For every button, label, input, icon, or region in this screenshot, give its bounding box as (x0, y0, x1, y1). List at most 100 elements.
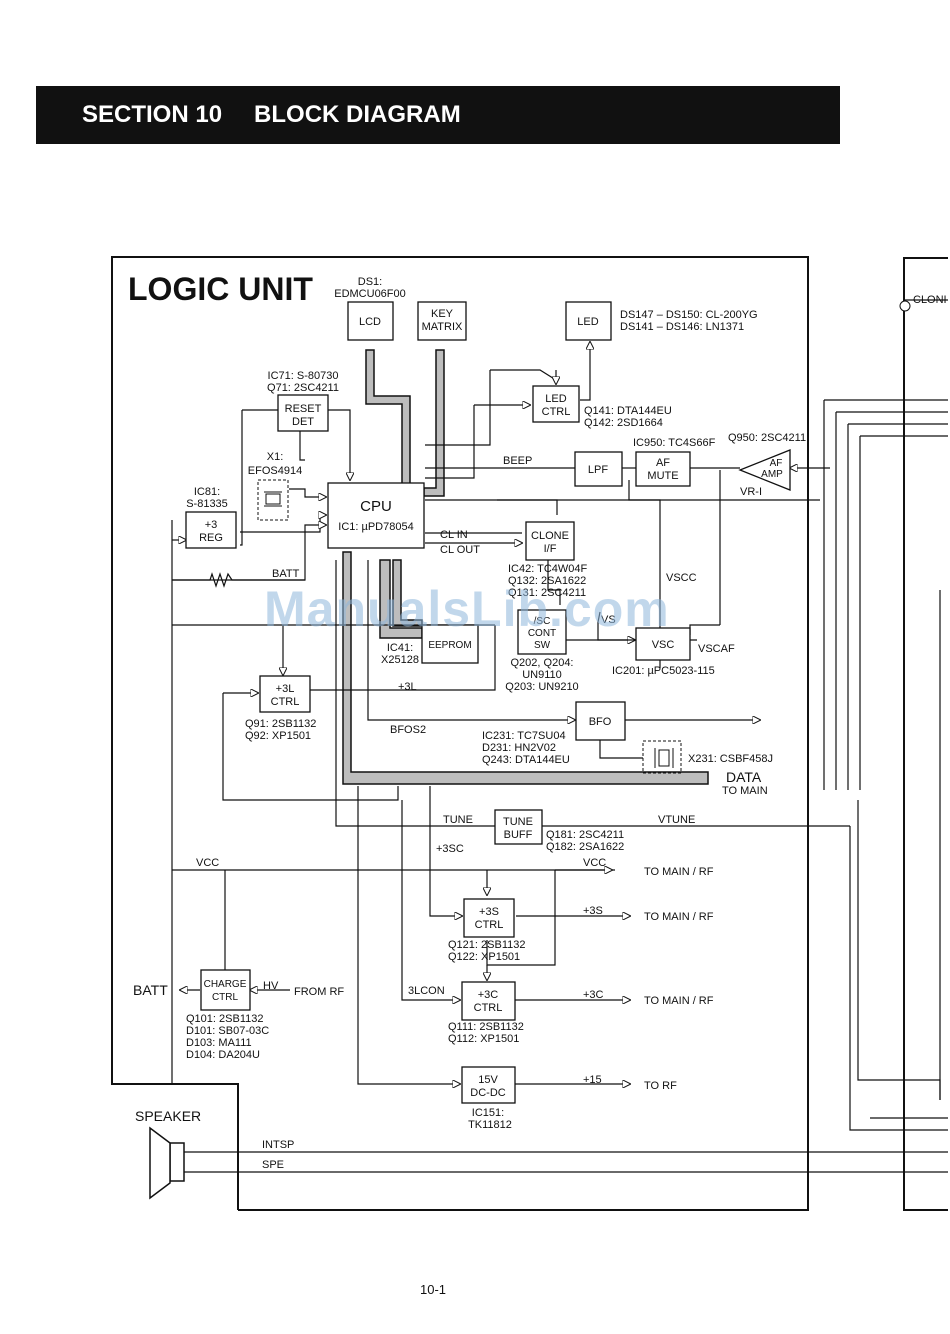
signal-intsp: INTSP (262, 1139, 294, 1151)
section-number: SECTION 10 (82, 101, 223, 128)
signal-cl-out: CL OUT (440, 544, 480, 556)
3l-ctrl-part-1: Q91: 2SB1132 (245, 718, 316, 730)
signal-3c: +3C (583, 989, 604, 1001)
signal-beep: BEEP (503, 455, 532, 467)
reset-part-2: Q71: 2SC4211 (267, 382, 339, 394)
key-matrix-label-2: MATRIX (422, 321, 463, 333)
led-ctrl-part-1: Q141: DTA144EU (584, 405, 672, 417)
cpu-label-2: IC1: µPD78054 (338, 521, 413, 533)
clone-connector (899, 300, 911, 312)
signal-batt: BATT (272, 568, 300, 580)
af-amp-part: Q950: 2SC4211 (728, 432, 806, 444)
signal-batt-out: BATT (133, 982, 168, 998)
block-clone-if (525, 521, 575, 561)
signal-to-main-rf-2: TO MAIN / RF (644, 911, 714, 923)
3l-ctrl-label-1: +3L (276, 683, 295, 695)
block-cpu (327, 482, 425, 549)
signal-data: DATA (726, 769, 762, 785)
cont-sw-part-1: Q202, Q204: (511, 657, 574, 669)
reg-label-2: REG (199, 532, 223, 544)
signal-tune: TUNE (443, 814, 473, 826)
charge-label-1: CHARGE (204, 979, 247, 990)
page-number: 10-1 (420, 1282, 447, 1297)
dcdc-part-2: TK11812 (468, 1119, 512, 1131)
clone-label-1: CLONE (531, 530, 569, 542)
crystal-x231 (642, 740, 682, 774)
led-label: LED (577, 316, 598, 328)
reg-part-1: IC81: (194, 486, 220, 498)
lpf-label: LPF (588, 464, 608, 476)
signal-3s: +3S (583, 905, 603, 917)
eeprom-label: EEPROM (428, 640, 471, 651)
3l-ctrl-part-2: Q92: XP1501 (245, 730, 311, 742)
watermark: ManualsLib.com (264, 581, 670, 637)
section-title: BLOCK DIAGRAM (254, 101, 461, 128)
eeprom-part-1: IC41: (387, 642, 413, 654)
tune-buff-label-1: TUNE (503, 816, 533, 828)
reset-label-1: RESET (285, 403, 322, 415)
block-3l-ctrl (259, 675, 311, 713)
3c-ctrl-label-1: +3C (478, 989, 499, 1001)
af-amp-label-1: AF (770, 458, 783, 469)
3s-ctrl-part-1: Q121: 2SB1132 (448, 939, 525, 951)
clone-part-2: Q132: 2SA1622 (508, 575, 586, 587)
bfo-part-2: D231: HN2V02 (482, 742, 556, 754)
led-ctrl-label-1: LED (545, 393, 566, 405)
led-ctrl-label-2: CTRL (542, 406, 571, 418)
af-mute-label-2: MUTE (647, 470, 678, 482)
block-vsc (635, 627, 691, 661)
block-3s-ctrl (463, 898, 515, 938)
xtal-part-2: EFOS4914 (248, 465, 302, 477)
signal-vcc-right: VCC (583, 857, 606, 869)
vsc-label: VSC (652, 639, 675, 651)
lcd-label: LCD (359, 316, 381, 328)
signal-cl-in: CL IN (440, 529, 468, 541)
crystal-x1 (257, 479, 289, 521)
signal-labels: BEEP VR-I CL IN CL OUT BATT VSCC VS VSCA… (133, 294, 947, 1171)
dcdc-part-1: IC151: (472, 1107, 504, 1119)
charge-part-1: Q101: 2SB1132 (186, 1013, 263, 1025)
led-part-1: DS147 – DS150: CL-200YG (620, 309, 758, 321)
part-labels: DS1: EDMCU06F00 DS147 – DS150: CL-200YG … (186, 276, 806, 1131)
wires (171, 299, 948, 1173)
3s-ctrl-label-1: +3S (479, 906, 499, 918)
led-part-2: DS141 – DS146: LN1371 (620, 321, 744, 333)
dcdc-label-1: 15V (478, 1074, 498, 1086)
charge-part-3: D103: MA111 (186, 1037, 252, 1049)
charge-part-2: D101: SB07-03C (186, 1025, 269, 1037)
3c-ctrl-label-2: CTRL (474, 1002, 503, 1014)
signal-vtune: VTUNE (658, 814, 695, 826)
unit-title: LOGIC UNIT (128, 271, 313, 307)
block-af-mute (635, 451, 691, 487)
cont-sw-label-2: CONT (528, 628, 556, 639)
block-15v-dcdc (461, 1066, 516, 1104)
reset-label-2: DET (292, 416, 314, 428)
signal-to-main-rf-3: TO MAIN / RF (644, 995, 714, 1007)
bfo-label: BFO (589, 716, 612, 728)
signal-3lcon: 3LCON (408, 985, 445, 997)
speaker-label: SPEAKER (135, 1108, 201, 1124)
3c-ctrl-part-2: Q112: XP1501 (448, 1033, 519, 1045)
signal-15: +15 (583, 1074, 602, 1086)
3s-ctrl-label-2: CTRL (475, 919, 504, 931)
cont-sw-part-2: UN9110 (522, 669, 562, 681)
block-bfo (575, 701, 626, 741)
x231-part: X231: CSBF458J (688, 753, 773, 765)
xtal-part-1: X1: (267, 451, 284, 463)
speaker-icon (149, 1126, 185, 1200)
tune-buff-part-1: Q181: 2SC4211 (546, 829, 624, 841)
neighbor-unit-frame (903, 257, 948, 1211)
vsc-part: IC201: µPC5023-115 (612, 665, 715, 677)
block-3-reg (185, 511, 237, 549)
signal-to-main: TO MAIN (722, 785, 768, 797)
tune-buff-label-2: BUFF (504, 829, 533, 841)
signal-vscc: VSCC (666, 572, 697, 584)
bfo-part-3: Q243: DTA144EU (482, 754, 570, 766)
cont-sw-label-1: /SC (534, 616, 551, 627)
section-banner: SECTION 10 BLOCK DIAGRAM (36, 86, 840, 144)
signal-vcc: VCC (196, 857, 219, 869)
block-led (565, 301, 612, 341)
3c-ctrl-part-1: Q111: 2SB1132 (448, 1021, 524, 1033)
clone-label-2: I/F (544, 543, 557, 555)
